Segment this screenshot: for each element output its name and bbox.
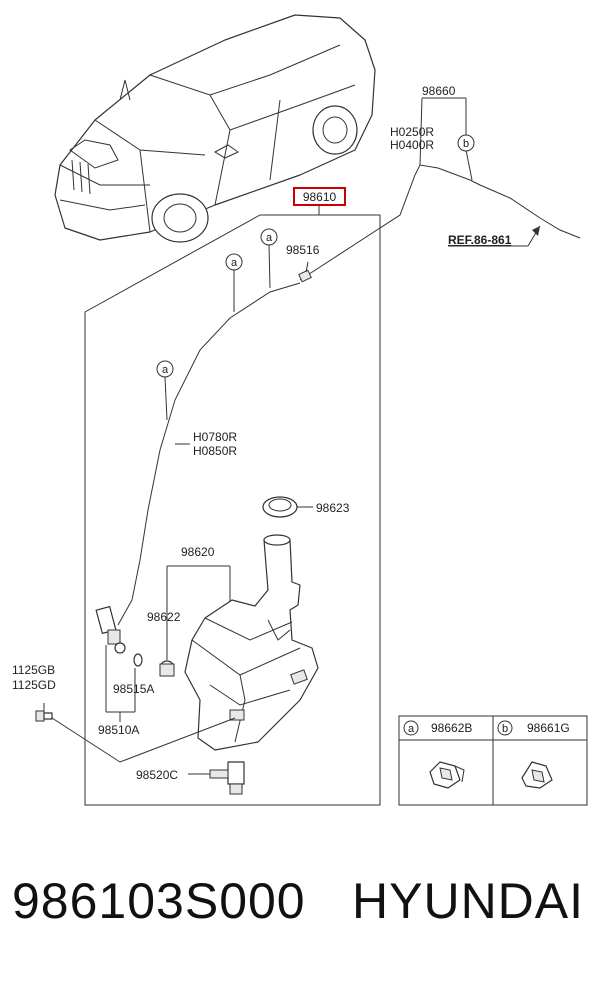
hose-h0780r: H0780R [193,430,237,444]
assembly-box [84,214,381,806]
svg-text:a: a [231,257,238,269]
clip-legend: a 98662B b 98661G [398,715,588,806]
legend-b-part: 98661G [527,721,570,735]
reservoir-cap [262,496,313,518]
part-1125gd: 1125GD [12,678,56,692]
part-98622: 98622 [147,610,181,624]
part-98660: 98660 [422,84,456,98]
svg-text:a: a [266,232,273,244]
part-98515a: 98515A [113,682,154,696]
hose-h0250r: H0250R [390,125,434,139]
hose-main [117,282,301,626]
legend-callout-a [403,720,419,736]
bolt-1125 [35,710,53,722]
hose-upper [299,97,581,281]
legend-a-letter: a [408,723,415,735]
level-sensor-98520c [209,761,245,795]
ref-label[interactable]: REF.86-861 [448,233,512,247]
part-98610-text: 98610 [303,190,337,204]
car-illustration [54,14,376,243]
reservoir-tank [184,534,319,751]
callout-a-3: a [156,360,174,421]
svg-text:b: b [463,138,469,150]
callout-a-2: a [260,228,278,289]
callout-a-1: a [225,253,243,312]
part-1125gb: 1125GB [12,663,55,677]
part-98620: 98620 [181,545,215,559]
legend-b-letter: b [502,723,508,735]
label-98610[interactable]: 98610 [293,187,346,215]
hose-h0400r: H0400R [390,138,434,152]
callout-b-upper: b [457,134,475,152]
footer-brand: HYUNDAI [352,873,585,929]
washer-pump [95,605,126,654]
part-98516: 98516 [286,243,320,257]
svg-text:a: a [162,364,169,376]
footer-part-number: 986103S000 [12,873,306,929]
clip-98661g-illustration [521,761,553,789]
part-98623: 98623 [316,501,350,515]
clip-98662b-illustration [429,761,465,789]
grommet-98622 [159,660,175,677]
footer: 986103S000 HYUNDAI [0,872,600,952]
part-98520c: 98520C [136,768,178,782]
connector-98516 [298,261,312,283]
parts-diagram: 98610 98660 H0250R H0400R b REF.86-861 9… [12,14,588,806]
seal-98515a [133,653,143,667]
legend-callout-b [497,720,513,736]
legend-a-part: 98662B [431,721,472,735]
hose-h0850r: H0850R [193,444,237,458]
part-98510a: 98510A [98,723,139,737]
